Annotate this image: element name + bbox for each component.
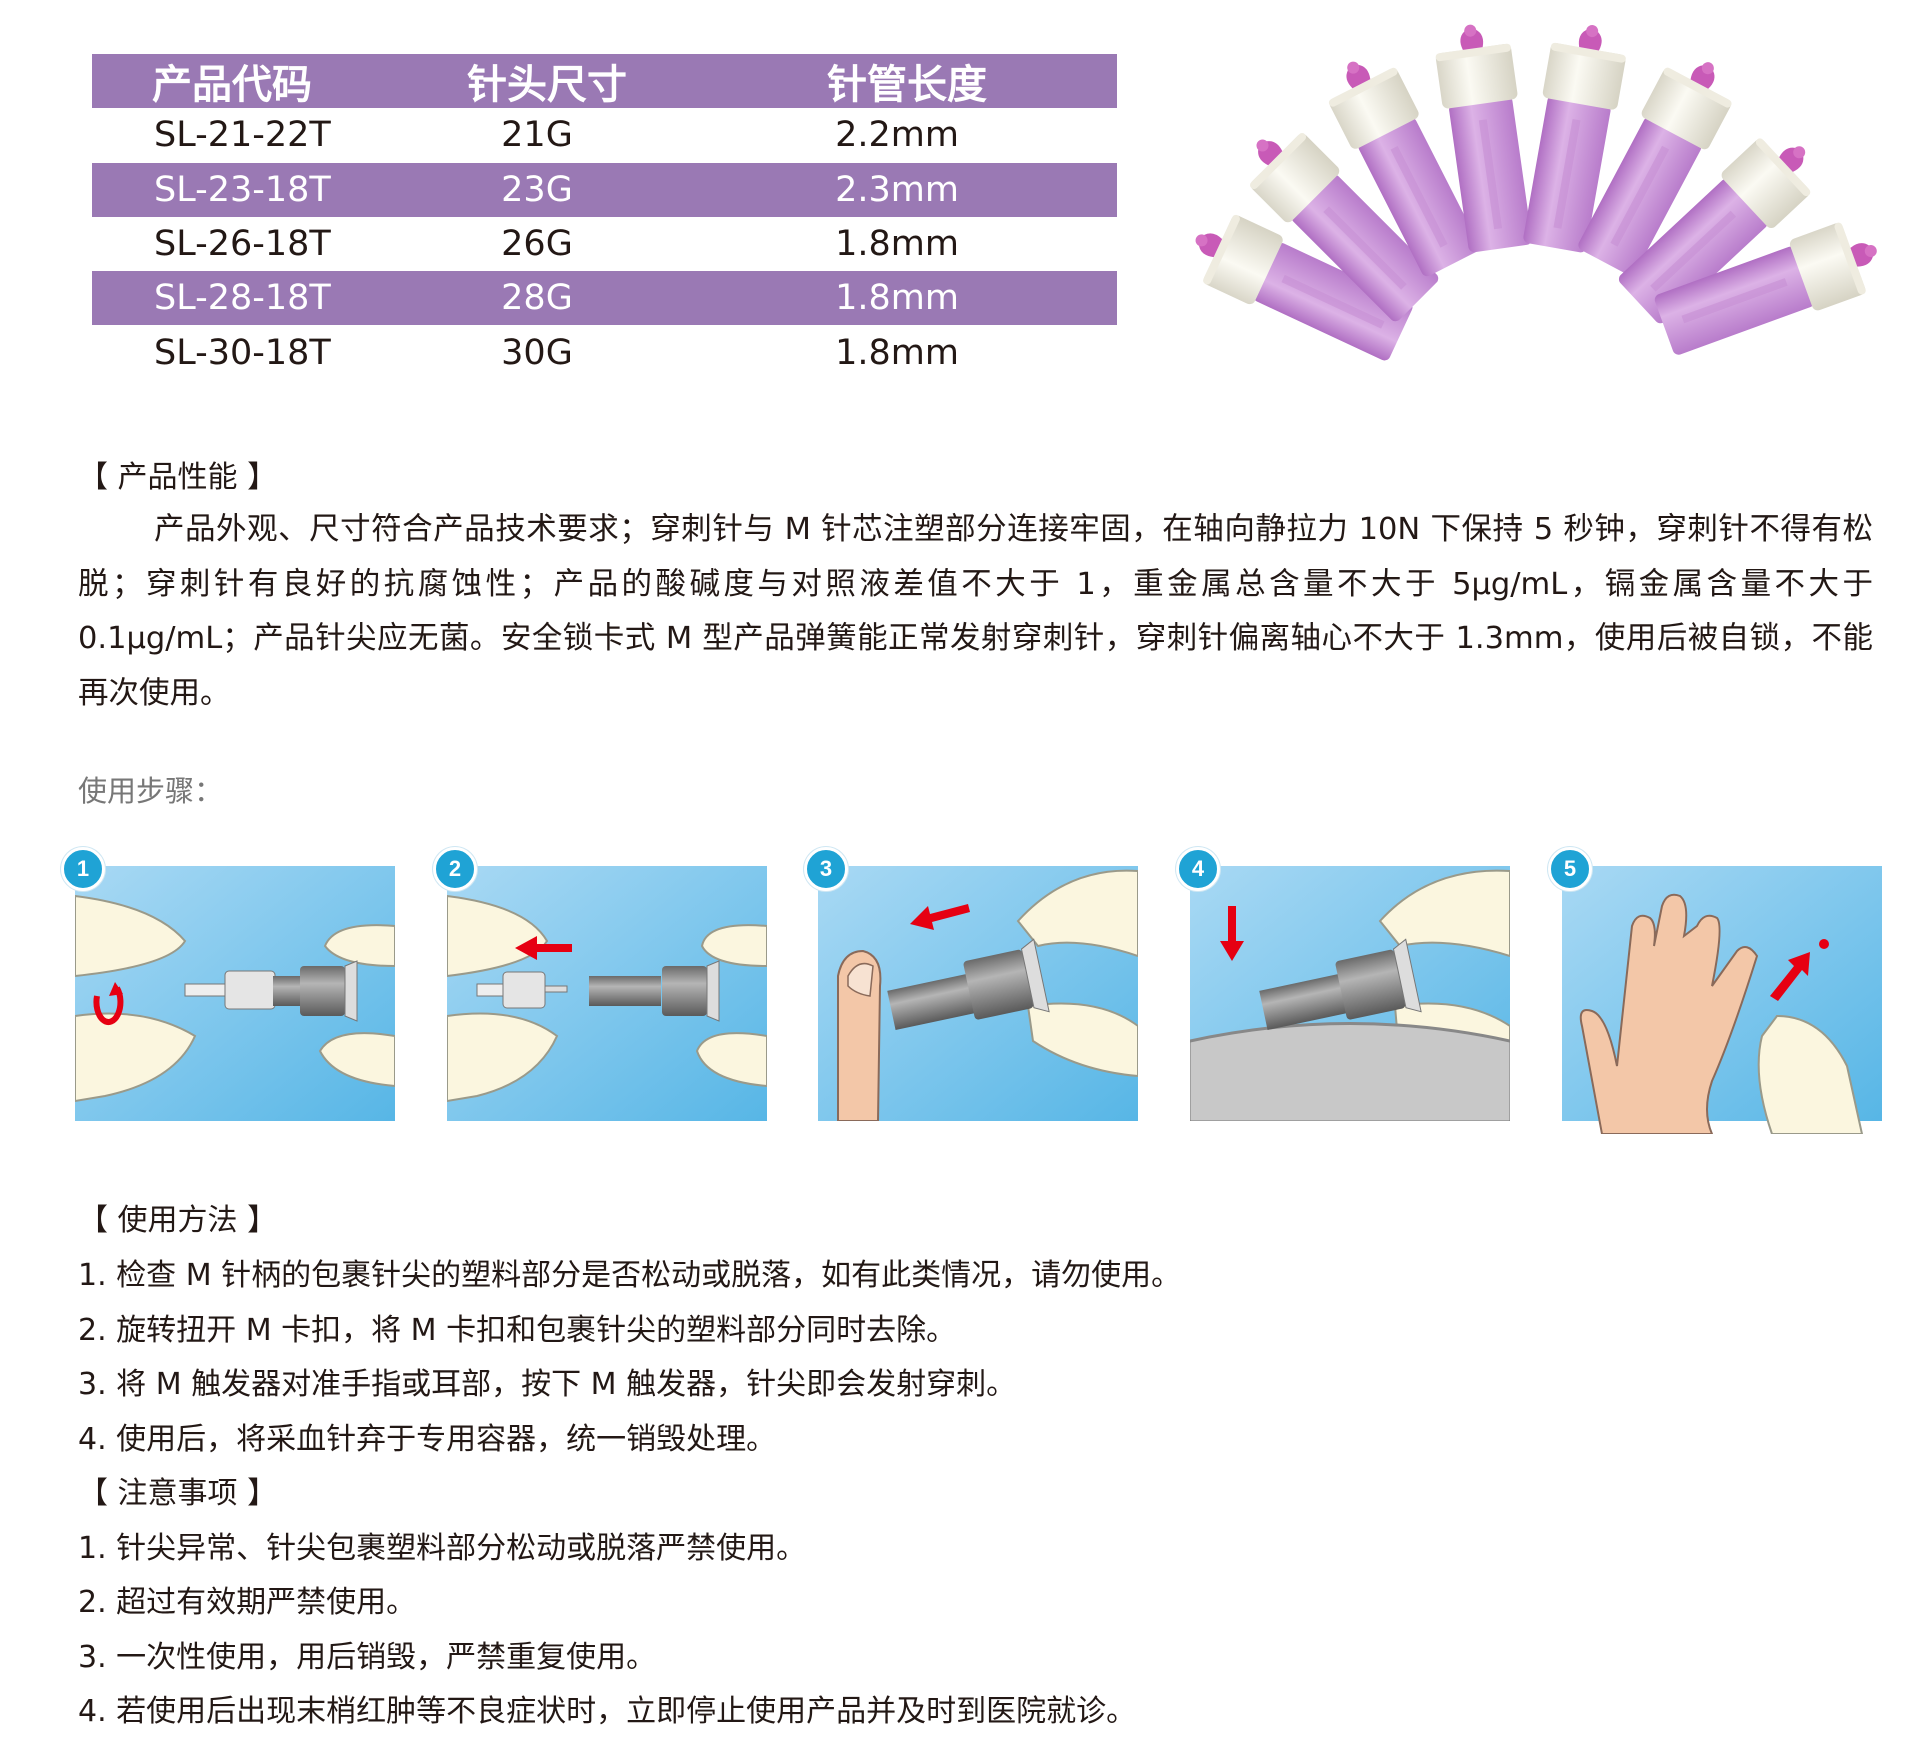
table-row: SL-26-18T 26G 1.8mm <box>92 217 1117 271</box>
finger-puncture-icon <box>1562 866 1882 1134</box>
step-panel-5: 5 <box>1548 847 1882 1134</box>
usage-item-3: 3. 将 M 触发器对准手指或耳部，按下 M 触发器，针尖即会发射穿刺。 <box>78 1367 1017 1402</box>
usage-item-4: 4. 使用后，将采血针弃于专用容器，统一销毁处理。 <box>78 1422 777 1457</box>
table-row: SL-21-22T 21G 2.2mm <box>92 108 1117 162</box>
cell-code: SL-23-18T <box>154 169 331 210</box>
cell-code: SL-30-18T <box>154 332 331 373</box>
header-product-code: 产品代码 <box>152 62 312 109</box>
step-panel-4: 4 <box>1176 847 1510 1121</box>
cell-code: SL-28-18T <box>154 278 331 319</box>
step-number-badge: 1 <box>61 847 105 891</box>
cell-length: 2.2mm <box>835 115 959 156</box>
usage-item-2: 2. 旋转扭开 M 卡扣，将 M 卡扣和包裹针尖的塑料部分同时去除。 <box>78 1313 957 1348</box>
table-row: SL-23-18T 23G 2.3mm <box>92 162 1117 217</box>
performance-title: 【 产品性能 】 <box>78 460 278 495</box>
notes-item-2: 2. 超过有效期严禁使用。 <box>78 1585 417 1620</box>
twist-cap-icon <box>75 866 395 1121</box>
table-row: SL-30-18T 30G 1.8mm <box>92 325 1117 379</box>
step-panel-3: 3 <box>804 847 1138 1121</box>
table-row: SL-28-18T 28G 1.8mm <box>92 271 1117 326</box>
spec-table: 产品代码 针头尺寸 针管长度 SL-21-22T 21G 2.2mm SL-23… <box>92 54 1117 380</box>
cell-length: 2.3mm <box>835 169 959 210</box>
dispose-container-icon <box>1190 866 1510 1121</box>
cell-length: 1.8mm <box>835 224 959 265</box>
cell-length: 1.8mm <box>835 278 959 319</box>
step-number-badge: 5 <box>1548 847 1592 891</box>
cell-size: 21G <box>501 115 573 156</box>
product-photo <box>1180 18 1890 368</box>
step-number-badge: 2 <box>433 847 477 891</box>
cell-size: 23G <box>501 169 573 210</box>
cell-size: 30G <box>501 332 573 373</box>
cell-length: 1.8mm <box>835 332 959 373</box>
cell-code: SL-21-22T <box>154 115 331 156</box>
usage-title: 【 使用方法 】 <box>78 1203 278 1238</box>
cell-size: 28G <box>501 278 573 319</box>
lancet-group <box>1180 18 1890 368</box>
cell-code: SL-26-18T <box>154 224 331 265</box>
header-needle-length: 针管长度 <box>827 62 987 109</box>
usage-item-1: 1. 检查 M 针柄的包裹针尖的塑料部分是否松动或脱落，如有此类情况，请勿使用。 <box>78 1258 1182 1293</box>
step-number-badge: 4 <box>1176 847 1220 891</box>
step-panel-1: 1 <box>61 847 395 1121</box>
cell-size: 26G <box>501 224 573 265</box>
notes-title: 【 注意事项 】 <box>78 1476 278 1511</box>
performance-body: 产品外观、尺寸符合产品技术要求；穿刺针与 M 针芯注塑部分连接牢固，在轴向静拉力… <box>78 512 1873 711</box>
notes-item-1: 1. 针尖异常、针尖包裹塑料部分松动或脱落严禁使用。 <box>78 1531 807 1566</box>
step-panel-2: 2 <box>433 847 767 1121</box>
press-trigger-icon <box>818 866 1138 1121</box>
remove-cap-icon <box>447 866 767 1121</box>
notes-item-4: 4. 若使用后出现末梢红肿等不良症状时，立即停止使用产品并及时到医院就诊。 <box>78 1694 1137 1729</box>
step-number-badge: 3 <box>804 847 848 891</box>
header-needle-size: 针头尺寸 <box>467 62 627 109</box>
spec-table-header: 产品代码 针头尺寸 针管长度 <box>92 54 1117 109</box>
notes-item-3: 3. 一次性使用，用后销毁，严禁重复使用。 <box>78 1640 657 1675</box>
steps-label: 使用步骤： <box>78 774 224 808</box>
